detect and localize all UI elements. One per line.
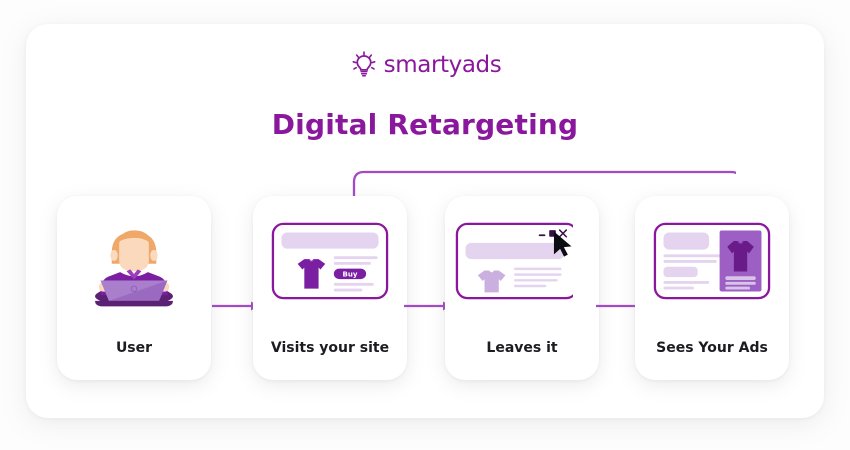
step-card-user[interactable]: User (57, 196, 211, 380)
step-card-leaves-it[interactable]: Leaves it (445, 196, 599, 380)
content-panel: smartyads Digital Retargeting (26, 24, 824, 418)
page-title: Digital Retargeting (271, 108, 579, 141)
step-label: Sees Your Ads (656, 340, 768, 356)
brand-name: smartyads (383, 52, 502, 78)
lightbulb-icon (349, 50, 379, 80)
step-label: User (115, 340, 153, 356)
person-with-laptop-icon (57, 196, 211, 326)
browser-closing-icon (445, 196, 599, 326)
buy-button-label: Buy (343, 269, 358, 278)
step-card-sees-your-ads[interactable]: Sees Your Ads (635, 196, 789, 380)
step-label: Leaves it (486, 340, 558, 356)
mouse-pointer-icon (553, 231, 572, 257)
browser-with-ad-banner-icon (635, 196, 789, 326)
brand-logo: smartyads (26, 50, 824, 80)
step-label: Visits your site (270, 340, 390, 356)
step-card-visits-site[interactable]: Buy Visits your site (253, 196, 407, 380)
browser-product-page-icon: Buy (253, 196, 407, 326)
